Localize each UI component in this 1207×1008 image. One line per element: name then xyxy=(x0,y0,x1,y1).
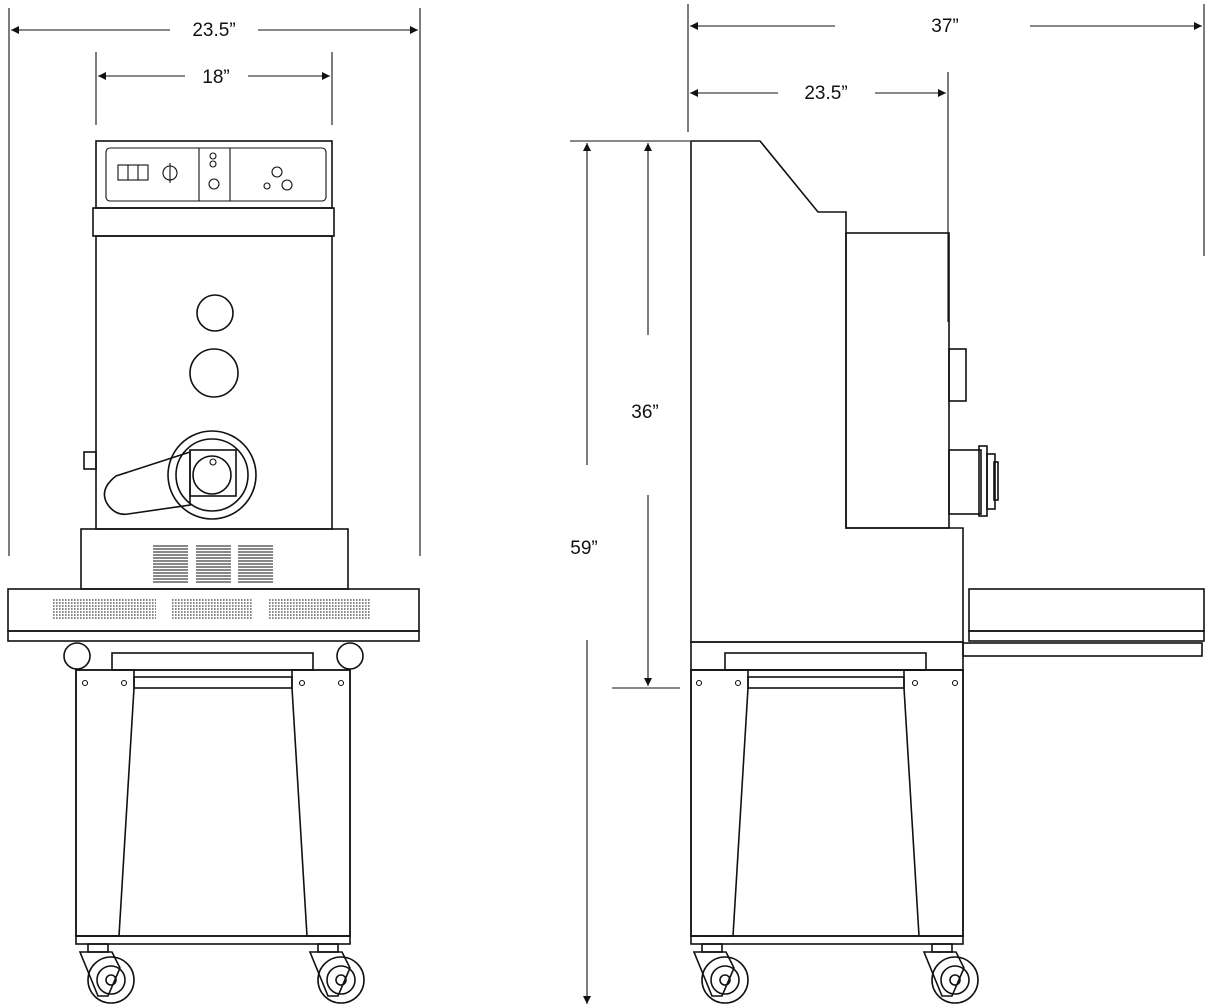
lid-band xyxy=(92,207,335,237)
front-main-body xyxy=(83,235,333,530)
side-stand xyxy=(690,641,964,945)
side-depth-dimension: 37” xyxy=(690,16,1202,37)
side-total-height-dimension: 59” xyxy=(570,143,598,1004)
side-caster-right xyxy=(922,943,979,1004)
front-caster-right xyxy=(308,943,365,1004)
front-view: 23.5” 18” xyxy=(7,8,421,1004)
side-depth-label: 37” xyxy=(931,16,958,37)
front-caster-left xyxy=(78,943,135,1004)
side-machine-height-dimension: 36” xyxy=(631,143,659,686)
control-panel xyxy=(95,140,333,209)
side-total-height-label: 59” xyxy=(570,538,597,559)
side-body xyxy=(690,140,999,643)
front-lower-housing xyxy=(80,528,349,590)
front-base-plinth xyxy=(7,588,420,642)
front-vent-upper xyxy=(153,545,273,583)
side-machine-height-label: 36” xyxy=(631,402,658,423)
front-body-width-dimension: 18” xyxy=(98,67,330,88)
front-vent-lower xyxy=(53,599,370,619)
front-width-dimension: 23.5” xyxy=(11,20,418,41)
side-tray xyxy=(962,588,1205,657)
front-body-width-label: 18” xyxy=(202,67,229,88)
side-body-depth-label: 23.5” xyxy=(804,83,847,104)
side-caster-left xyxy=(692,943,749,1004)
front-width-label: 23.5” xyxy=(192,20,235,41)
front-stand xyxy=(63,642,364,945)
side-view: 37” 23.5” 36” 59” xyxy=(570,4,1205,1004)
side-body-depth-dimension: 23.5” xyxy=(690,83,946,104)
